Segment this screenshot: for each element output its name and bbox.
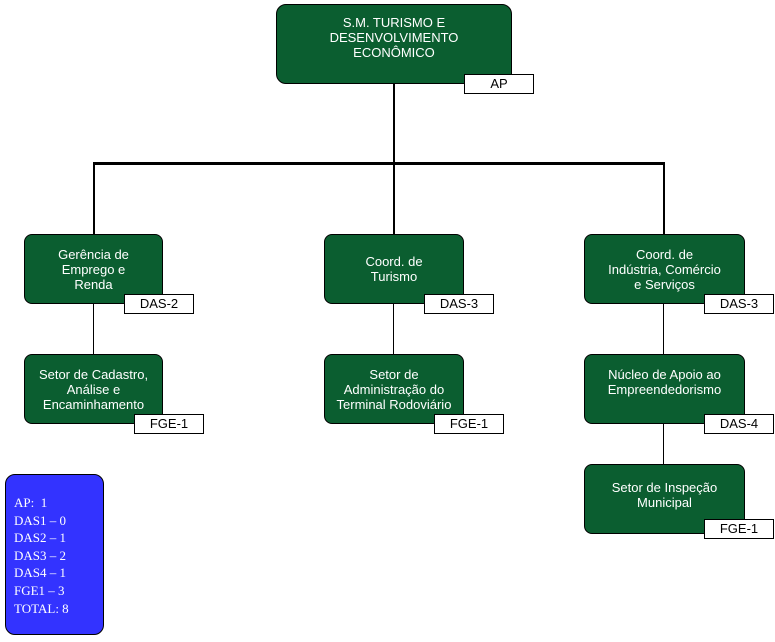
org-node-setor-terminal-tag: FGE-1 xyxy=(434,414,504,434)
legend-line: DAS1 – 0 xyxy=(14,512,67,528)
org-node-coord-turismo-tag: DAS-3 xyxy=(424,294,494,314)
org-node-coord-industria-title: Coord. de Indústria, Comércio e Serviços xyxy=(608,246,721,292)
connector-branch-3 xyxy=(663,164,665,235)
org-node-setor-cadastro-tag: FGE-1 xyxy=(134,414,204,434)
connector-branch-1-child xyxy=(93,304,94,356)
org-node-secretaria[interactable]: S.M. TURISMO E DESENVOLVIMENTO ECONÔMICO xyxy=(276,4,512,84)
org-node-secretaria-title: S.M. TURISMO E DESENVOLVIMENTO ECONÔMICO xyxy=(329,14,459,60)
org-node-setor-cadastro-title: Setor de Cadastro, Análise e Encaminhame… xyxy=(38,366,149,412)
org-node-coord-turismo-title: Coord. de Turismo xyxy=(365,254,423,284)
org-node-setor-terminal[interactable]: Setor de Administração do Terminal Rodov… xyxy=(324,354,464,424)
connector-branch-1 xyxy=(93,164,95,235)
legend-line: FGE1 – 3 xyxy=(14,582,65,598)
org-node-coord-industria[interactable]: Coord. de Indústria, Comércio e Serviços xyxy=(584,234,745,304)
org-node-setor-inspecao-title: Setor de Inspeção Municipal xyxy=(611,480,718,510)
connector-branch-3-child xyxy=(663,304,664,356)
org-node-coord-turismo[interactable]: Coord. de Turismo xyxy=(324,234,464,304)
legend-line: DAS2 – 1 xyxy=(14,530,67,546)
legend-line: AP: 1 xyxy=(14,495,48,510)
org-node-nucleo-apoio-title: Núcleo de Apoio ao Empreendedorismo xyxy=(607,367,722,397)
org-node-secretaria-tag: AP xyxy=(464,74,534,94)
legend-box: AP: 1 DAS1 – 0 DAS2 – 1 DAS3 – 2 DAS4 – … xyxy=(5,474,104,635)
org-node-setor-terminal-title: Setor de Administração do Terminal Rodov… xyxy=(336,366,452,412)
connector-branch-2 xyxy=(393,164,395,235)
legend-line: DAS4 – 1 xyxy=(14,565,67,581)
connector-branch-2-child xyxy=(393,304,394,356)
org-node-setor-inspecao-tag: FGE-1 xyxy=(704,519,774,539)
connector-branch-3-grandchild xyxy=(663,424,664,466)
legend-line: DAS3 – 2 xyxy=(14,547,67,563)
connector-horizontal-bus xyxy=(93,162,665,165)
legend-line: TOTAL: 8 xyxy=(14,600,69,616)
org-node-nucleo-apoio-tag: DAS-4 xyxy=(704,414,774,434)
org-node-setor-cadastro[interactable]: Setor de Cadastro, Análise e Encaminhame… xyxy=(24,354,163,424)
org-node-gerencia-emprego[interactable]: Gerência de Emprego e Renda xyxy=(24,234,163,304)
org-node-coord-industria-tag: DAS-3 xyxy=(704,294,774,314)
org-node-nucleo-apoio[interactable]: Núcleo de Apoio ao Empreendedorismo xyxy=(584,354,745,424)
org-node-gerencia-emprego-tag: DAS-2 xyxy=(124,294,194,314)
connector-top-vertical xyxy=(393,84,395,164)
org-node-gerencia-emprego-title: Gerência de Emprego e Renda xyxy=(58,246,129,292)
